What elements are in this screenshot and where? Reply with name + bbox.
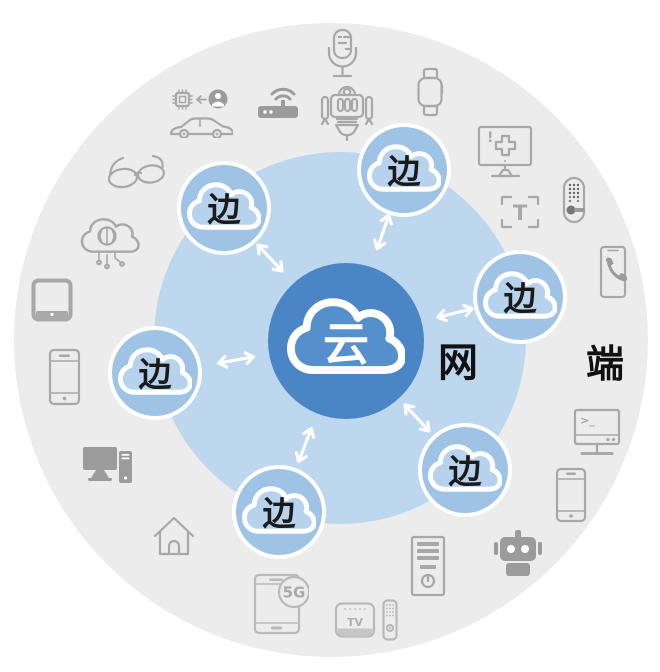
phone-5g-icon: 5G — [251, 573, 311, 635]
smartphone-icon — [554, 467, 588, 523]
center-cloud-node: 云 — [268, 263, 424, 419]
car-icon — [167, 114, 235, 140]
house-icon — [150, 513, 198, 557]
endpoint-label: 端 — [585, 342, 625, 386]
edge-label: 边 — [138, 354, 172, 394]
edge-node-top: 边 — [357, 123, 451, 217]
smart-door-lock-icon — [562, 176, 586, 224]
edge-node-left: 边 — [108, 326, 202, 420]
text-recognition-icon: T — [498, 193, 542, 231]
svg-text:!: ! — [487, 130, 493, 146]
edge-label: 边 — [448, 451, 482, 491]
svg-text:>_: >_ — [580, 414, 595, 427]
smartphone-icon — [47, 348, 82, 406]
edge-label: 边 — [207, 189, 241, 229]
edge-label: 边 — [262, 493, 296, 533]
edge-node-bottom-left: 边 — [232, 465, 326, 559]
smart-glasses-icon — [101, 150, 167, 192]
edge-node-upper-left: 边 — [177, 161, 271, 255]
ai-brain-cloud-icon — [80, 216, 142, 270]
edge-node-bottom-right: 边 — [418, 423, 512, 517]
svg-text:TV: TV — [347, 616, 364, 629]
edge-label: 边 — [503, 278, 537, 318]
svg-text:T: T — [513, 201, 528, 225]
ai-chip-face-recognition-icon — [170, 87, 230, 111]
desktop-computer-solid-icon — [81, 444, 133, 490]
microphone-icon — [322, 28, 362, 80]
edge-node-right: 边 — [473, 250, 567, 344]
pc-tower-icon — [409, 535, 447, 597]
telephone-icon — [599, 245, 628, 299]
wifi-router-icon — [256, 80, 300, 120]
center-cloud-label: 云 — [323, 316, 369, 371]
terminal-computer-icon: >_ — [572, 407, 622, 463]
network-label: 网 — [438, 340, 478, 386]
remote-control-icon — [382, 599, 398, 641]
medical-monitor-icon: ! — [474, 123, 536, 181]
smartwatch-icon — [416, 67, 444, 117]
tablet-icon — [31, 278, 73, 322]
robot-solid-icon — [492, 528, 544, 578]
robot-icon — [317, 83, 377, 142]
svg-text:5G: 5G — [283, 584, 306, 602]
tv-box-icon: TV — [334, 599, 376, 641]
edge-label: 边 — [387, 151, 421, 191]
